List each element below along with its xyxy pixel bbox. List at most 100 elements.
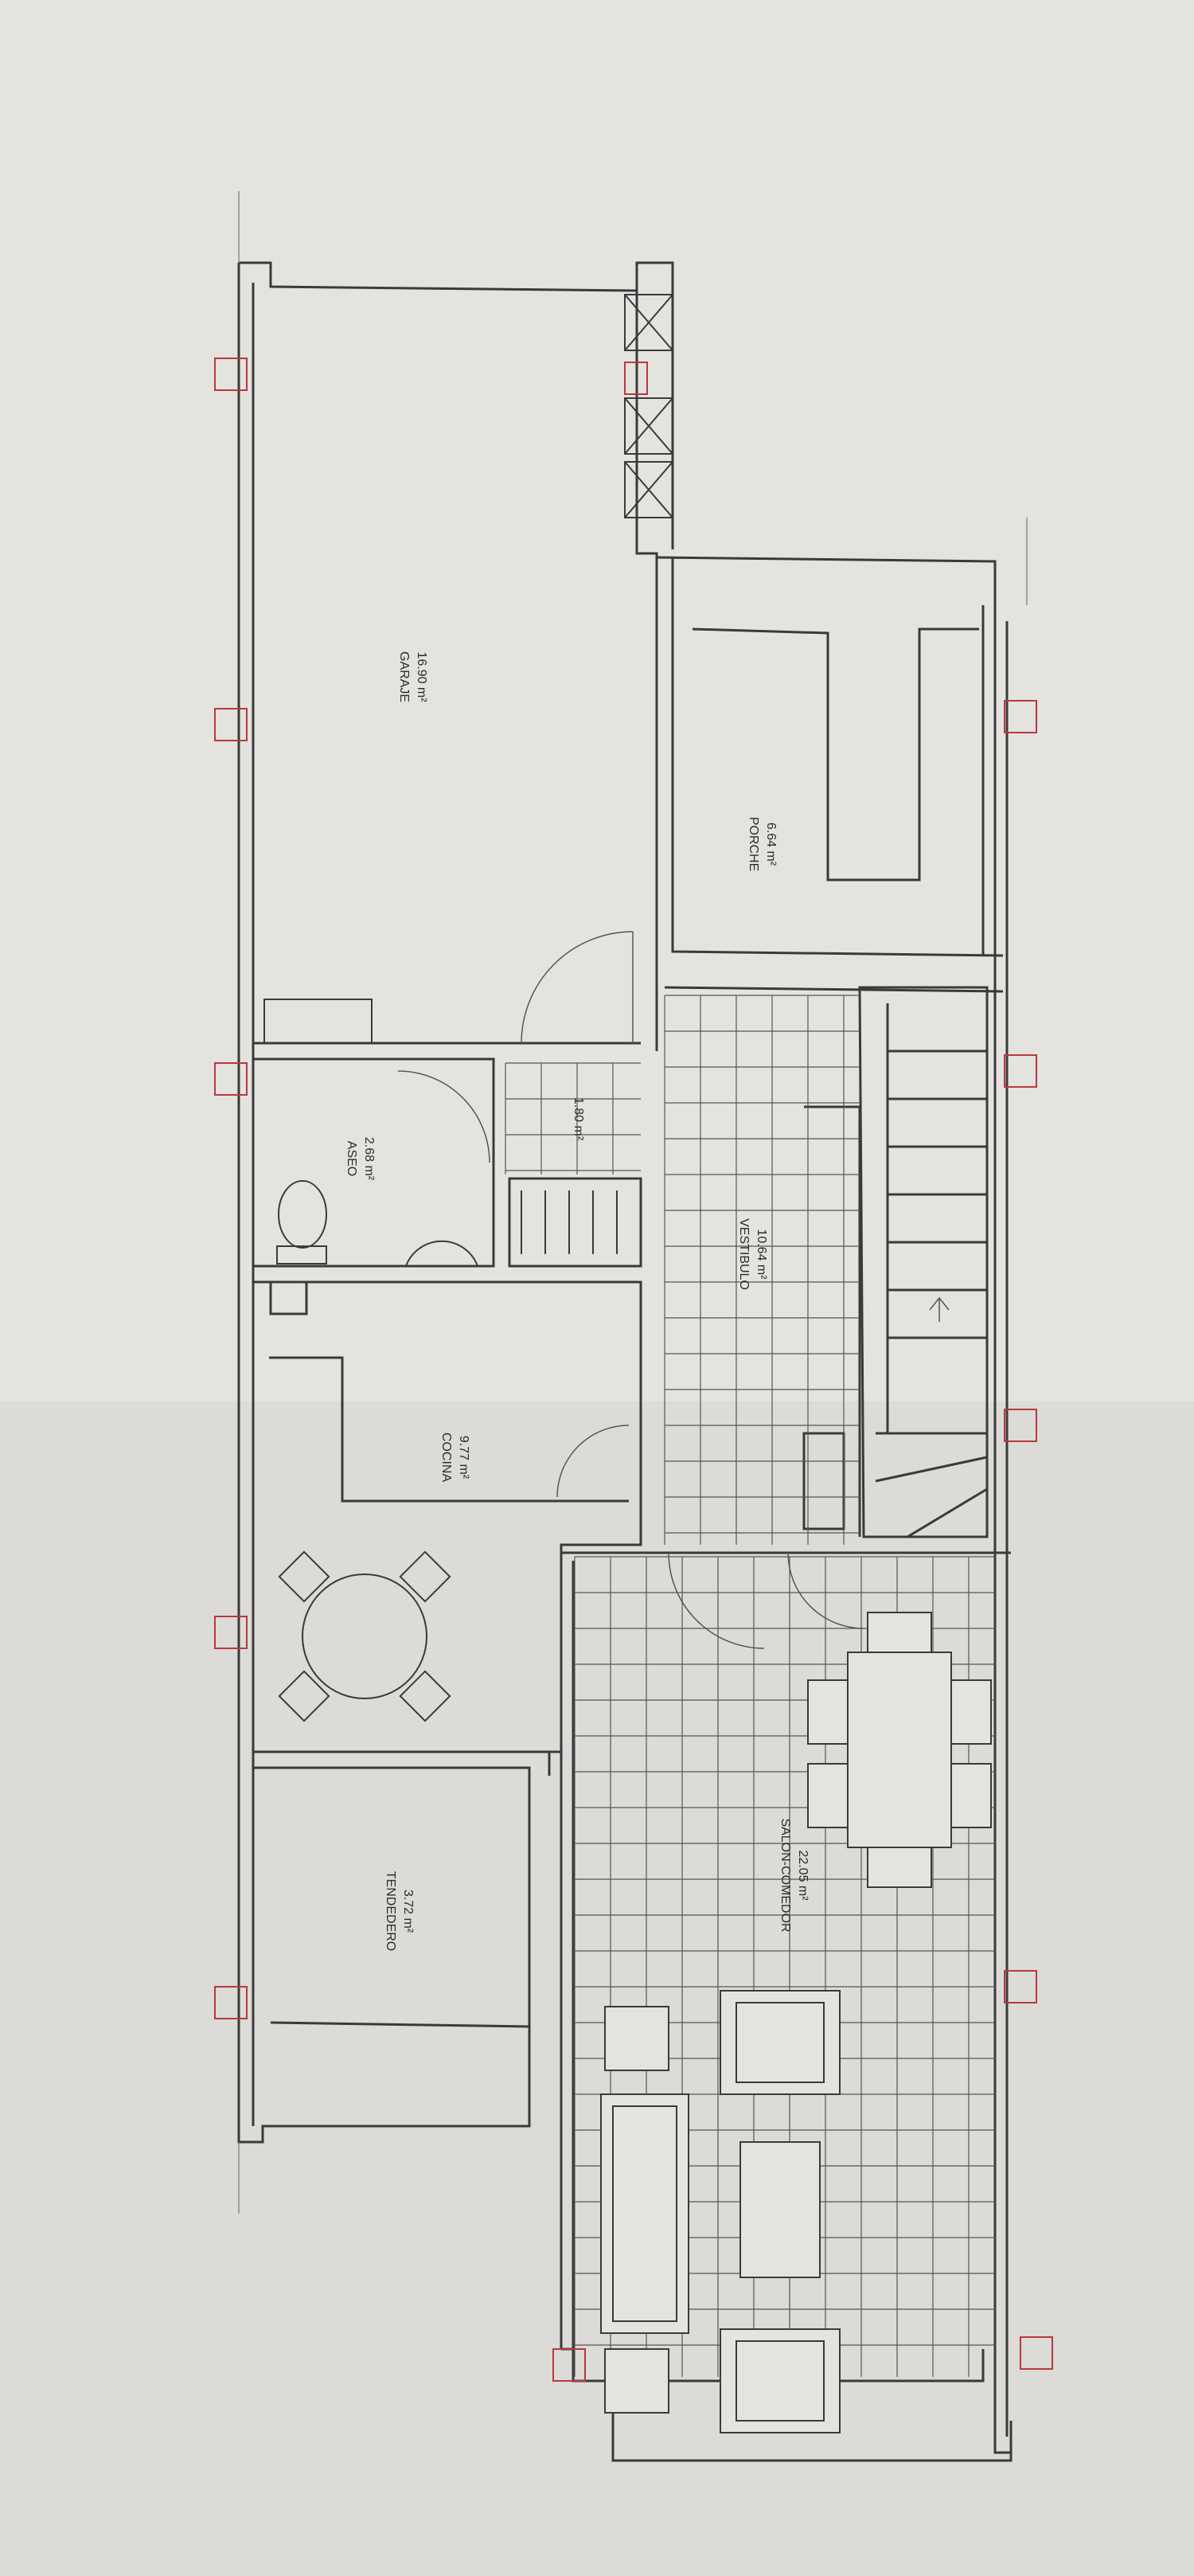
- aseo-walls: [253, 1057, 495, 1268]
- column-marker: [214, 358, 248, 391]
- side-table-2: [604, 2348, 669, 2414]
- dining-chair-4: [950, 1763, 992, 1828]
- room-name: GARAJE: [397, 651, 411, 702]
- armchair-1-seat: [736, 2002, 825, 2083]
- side-table-1: [604, 2006, 669, 2071]
- column-marker: [1004, 1409, 1037, 1442]
- toilet-tank: [276, 1245, 327, 1265]
- room-area: 1.80 m²: [572, 1097, 585, 1141]
- column-marker: [214, 1062, 248, 1096]
- porch-bench: [692, 627, 979, 881]
- porch-right: [671, 557, 1004, 957]
- vestibule-top: [664, 986, 1004, 993]
- room-name: TENDEDERO: [384, 1871, 397, 1951]
- stairs-outline: [858, 986, 989, 1538]
- armchair-2-seat: [736, 2340, 825, 2422]
- chimney-3-x: [624, 461, 673, 518]
- porch-top: [656, 556, 997, 605]
- chimney-1: [624, 294, 673, 351]
- garage-door-swing: [521, 931, 634, 1044]
- balcony: [611, 2389, 1013, 2462]
- room-label-garaje: GARAJE 16.90 m²: [397, 651, 428, 702]
- room-area: 10.64 m²: [755, 1229, 768, 1280]
- dining-chair-6: [867, 1847, 932, 1888]
- chair-2: [399, 1550, 451, 1603]
- room-label-salon: SALON-COMEDOR 22.05 m²: [778, 1818, 810, 1932]
- doors: [397, 931, 864, 1649]
- room-label-aseo: ASEO 2.68 m²: [345, 1137, 376, 1181]
- room-area: 2.68 m²: [362, 1137, 376, 1181]
- living-door-swing: [668, 1552, 765, 1649]
- column-marker: [624, 362, 648, 395]
- garage-shelf: [263, 999, 373, 1044]
- armchair-1: [720, 1990, 841, 2095]
- room-area: 9.77 m²: [457, 1436, 470, 1480]
- sink: [405, 1240, 478, 1267]
- garage-bottom: [252, 287, 641, 1045]
- tendedero-corner: [509, 1750, 551, 1776]
- closet-shelves: [521, 1190, 618, 1254]
- extension-line: [238, 191, 1028, 2214]
- extension-lines: [238, 191, 1028, 2214]
- garage-right-wall: [635, 291, 658, 1051]
- vestibule-partition: [804, 1105, 861, 1537]
- kitchen-pillar: [269, 1282, 308, 1315]
- room-area: 22.05 m²: [796, 1850, 810, 1901]
- chimney-2: [624, 397, 673, 455]
- column-marker: [1004, 1054, 1037, 1088]
- room-name: COCINA: [439, 1433, 453, 1483]
- outer-wall-right: [993, 605, 1011, 2454]
- column-marker: [1004, 700, 1037, 733]
- dining-table: [847, 1652, 952, 1848]
- column-marker: [214, 1616, 248, 1649]
- room-label-cocina: COCINA 9.77 m²: [439, 1433, 470, 1483]
- room-name: PORCHE: [747, 817, 760, 871]
- armchair-2: [720, 2328, 841, 2433]
- tendedero-walls: [253, 1766, 531, 2128]
- walls: [237, 261, 1013, 2462]
- stair-steps: [888, 1050, 987, 1339]
- sofa-seat: [612, 2105, 677, 2322]
- stair-winders: [875, 1432, 988, 1538]
- column-marker: [214, 708, 248, 741]
- chimney-2-x: [624, 397, 673, 455]
- room-area: 3.72 m²: [401, 1890, 415, 1933]
- dining-chair-3: [950, 1679, 992, 1745]
- kitchen-door-swing: [556, 1425, 630, 1498]
- room-label-paso: 1.80 m²: [572, 1097, 585, 1141]
- paper-fold-shade: [0, 1401, 1194, 2576]
- room-name: SALON-COMEDOR: [778, 1818, 792, 1932]
- room-area: 16.90 m²: [415, 651, 428, 702]
- kitchen-counter: [269, 1356, 629, 1503]
- fixtures: [263, 294, 992, 2433]
- chair-3: [278, 1670, 330, 1722]
- kitchen-table: [302, 1573, 427, 1699]
- coffee-table: [739, 2141, 821, 2278]
- column-markers: [214, 358, 1053, 2382]
- chair-4: [399, 1670, 451, 1722]
- living-door-swing-2: [787, 1552, 864, 1629]
- column-marker: [1004, 1970, 1037, 2003]
- room-name: VESTIBULO: [737, 1218, 751, 1290]
- room-area: 6.64 m²: [764, 823, 778, 866]
- chimney-1-x: [624, 294, 673, 351]
- room-label-vestibulo: VESTIBULO 10.64 m²: [737, 1218, 768, 1290]
- aseo-door-swing: [397, 1070, 490, 1163]
- column-marker: [552, 2348, 586, 2382]
- room-name: ASEO: [345, 1141, 358, 1176]
- chimney-3: [624, 461, 673, 518]
- room-label-porche: PORCHE 6.64 m²: [747, 817, 778, 871]
- column-marker: [1020, 2336, 1053, 2370]
- closet: [508, 1177, 642, 1268]
- dining-chair-1: [807, 1679, 849, 1745]
- column-marker: [214, 1986, 248, 2019]
- dining-chair-5: [867, 1612, 932, 1653]
- tendedero-line: [270, 2021, 530, 2028]
- sofa: [600, 2093, 689, 2334]
- chair-1: [278, 1550, 330, 1603]
- outer-wall-left: [237, 263, 279, 2144]
- toilet: [278, 1180, 327, 1249]
- stair-arrow-icon: [929, 1296, 950, 1322]
- room-label-tendedero: TENDEDERO 3.72 m²: [384, 1871, 415, 1951]
